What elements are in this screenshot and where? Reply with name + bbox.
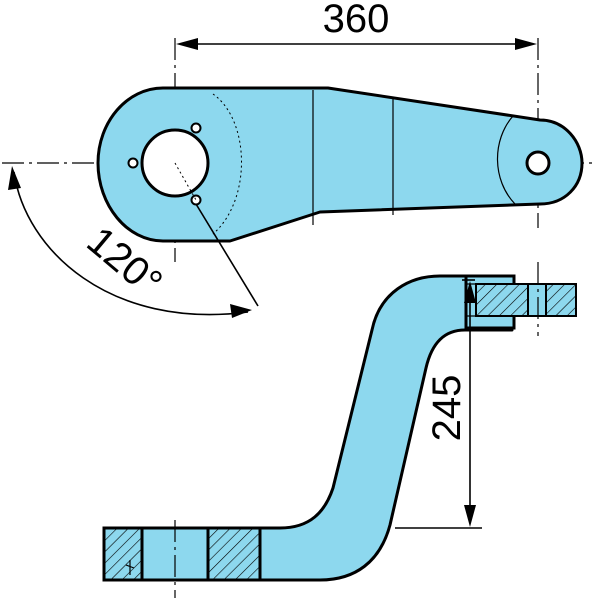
- lower-pin-mark: [125, 560, 135, 575]
- boss-arc-line: [496, 115, 516, 205]
- cranked-arm-body: [208, 274, 514, 582]
- height-arrow-bottom: [464, 505, 476, 527]
- lower-hub-section-right: [206, 526, 262, 582]
- bolt-hole-top: [190, 122, 202, 134]
- bolt-hole-bottom: [190, 194, 202, 206]
- length-dimension: 360: [176, 0, 537, 50]
- side-view: [102, 262, 577, 598]
- upper-bore: [527, 283, 547, 317]
- height-arrow-top: [464, 281, 476, 303]
- upper-hub-edge: [466, 283, 476, 317]
- lever-arm-outline: [96, 86, 584, 243]
- length-arrow-right: [515, 38, 537, 50]
- end-bore: [525, 150, 551, 176]
- bolt-circle-arc: [212, 93, 242, 235]
- angle-arrow-start: [8, 166, 21, 190]
- angle-arc: [13, 171, 249, 316]
- angle-leader-line: [195, 203, 259, 307]
- upper-hub-section-right: [545, 283, 577, 317]
- angle-arrow-end: [230, 304, 252, 318]
- lower-hub-section-left: [102, 526, 144, 582]
- upper-hub-section-left: [475, 283, 529, 317]
- top-view: [2, 38, 595, 262]
- bolt-hole-left: [127, 157, 139, 169]
- length-dimension-label: 360: [323, 0, 390, 41]
- length-arrow-left: [176, 38, 198, 50]
- height-dimension-label: 245: [425, 375, 469, 442]
- height-dimension: 245: [395, 279, 482, 529]
- radial-line: [174, 162, 197, 201]
